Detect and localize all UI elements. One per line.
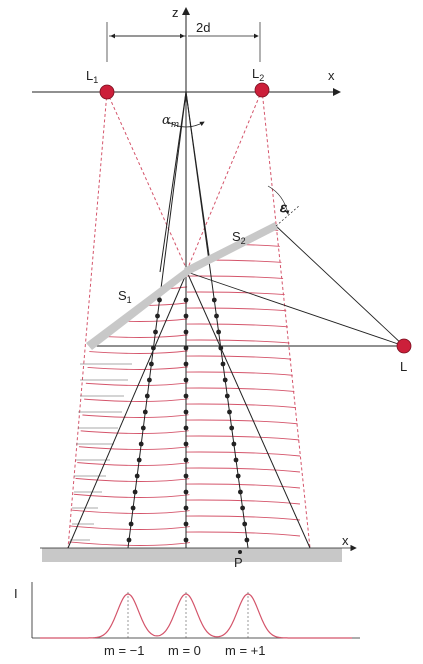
intersection-dot bbox=[183, 297, 189, 303]
intersection-dot bbox=[211, 297, 217, 303]
intersection-dot bbox=[244, 537, 250, 543]
intersection-dot bbox=[140, 425, 146, 431]
epsilon-indicator: ε bbox=[267, 185, 301, 227]
intersection-dot bbox=[183, 505, 189, 511]
intersection-dot bbox=[216, 329, 222, 335]
intersection-dot bbox=[183, 457, 189, 463]
intersection-dot bbox=[240, 505, 246, 511]
intersection-dot bbox=[183, 441, 189, 447]
intersection-dot bbox=[238, 489, 243, 495]
intensity-label: I bbox=[14, 586, 18, 601]
intersection-dot bbox=[218, 345, 224, 351]
intersection-dot bbox=[151, 345, 156, 351]
mirror-s1-label: S1 bbox=[118, 288, 132, 305]
order-label-0: m = 0 bbox=[168, 643, 201, 658]
intersection-dot bbox=[134, 473, 140, 479]
intersection-dot bbox=[132, 489, 138, 495]
intersection-dot bbox=[183, 473, 189, 479]
intersection-dot bbox=[128, 521, 134, 527]
source-l1-label: L1 bbox=[86, 68, 98, 85]
intersection-dot bbox=[147, 377, 152, 383]
alpha-label: αm bbox=[162, 113, 179, 130]
intensity-curve bbox=[40, 593, 352, 639]
alpha-indicator: αm bbox=[162, 113, 205, 130]
fringes-lower bbox=[68, 284, 190, 546]
intersection-dot bbox=[183, 377, 189, 383]
source-l-icon bbox=[396, 338, 412, 354]
intersection-dot bbox=[183, 393, 189, 399]
point-p-label: P bbox=[234, 555, 243, 570]
screen: x P bbox=[40, 533, 357, 570]
intersection-dot bbox=[224, 393, 230, 399]
intersection-dot bbox=[220, 361, 226, 367]
source-l1-icon bbox=[99, 84, 115, 100]
intersection-dot bbox=[153, 329, 158, 335]
intersection-dot bbox=[227, 409, 232, 415]
intersection-dot bbox=[157, 297, 162, 303]
intersection-dots bbox=[126, 297, 250, 543]
fringes-upper bbox=[186, 228, 301, 537]
intersection-dot bbox=[229, 425, 235, 431]
order-label-minus1: m = −1 bbox=[104, 643, 144, 658]
point-p-dot bbox=[238, 550, 242, 554]
intersection-dot bbox=[155, 313, 160, 319]
z-axis-label: z bbox=[172, 5, 179, 20]
order-lines bbox=[67, 91, 311, 549]
separation-label: 2d bbox=[196, 20, 210, 35]
intersection-dot bbox=[144, 393, 150, 399]
intersection-dot bbox=[231, 441, 237, 447]
epsilon-label: ε bbox=[280, 201, 287, 216]
intersection-dot bbox=[242, 521, 248, 527]
construction-lines bbox=[106, 22, 261, 62]
intersection-dot bbox=[183, 409, 189, 415]
intersection-dot bbox=[138, 441, 144, 447]
intersection-dot bbox=[235, 473, 241, 479]
mirror-s2-label: S2 bbox=[232, 229, 246, 246]
intersection-dot bbox=[183, 345, 189, 351]
source-l2-icon bbox=[254, 82, 270, 98]
intersection-dot bbox=[183, 489, 189, 495]
sources bbox=[99, 82, 412, 354]
intersection-dot bbox=[126, 537, 132, 543]
order-label-plus1: m = +1 bbox=[225, 643, 265, 658]
intersection-dot bbox=[183, 425, 189, 431]
intersection-dot bbox=[183, 313, 189, 319]
intersection-dot bbox=[136, 457, 142, 463]
source-l-label: L bbox=[400, 359, 407, 374]
intersection-dot bbox=[222, 377, 228, 383]
mirror-s2 bbox=[184, 222, 278, 275]
intersection-dot bbox=[214, 313, 219, 319]
intensity-plot: I m = −1 m = 0 m = +1 bbox=[14, 582, 360, 658]
intersection-dot bbox=[149, 361, 154, 367]
source-rays bbox=[90, 225, 405, 347]
mirrors bbox=[86, 222, 278, 350]
intersection-dot bbox=[183, 361, 189, 367]
x-axis-top-label: x bbox=[328, 68, 335, 83]
intersection-dot bbox=[183, 537, 189, 543]
source-l2-label: L2 bbox=[252, 66, 264, 83]
mirror-s1 bbox=[86, 268, 190, 350]
intersection-dot bbox=[183, 329, 189, 335]
separation-dimension: 2d bbox=[109, 20, 259, 39]
intersection-dot bbox=[233, 457, 239, 463]
screen-bar bbox=[42, 548, 342, 562]
intersection-dot bbox=[130, 505, 136, 511]
virtual-rays bbox=[67, 89, 311, 549]
intersection-dot bbox=[142, 409, 148, 415]
x-axis-bottom-label: x bbox=[342, 533, 349, 548]
intersection-dot bbox=[183, 521, 189, 527]
